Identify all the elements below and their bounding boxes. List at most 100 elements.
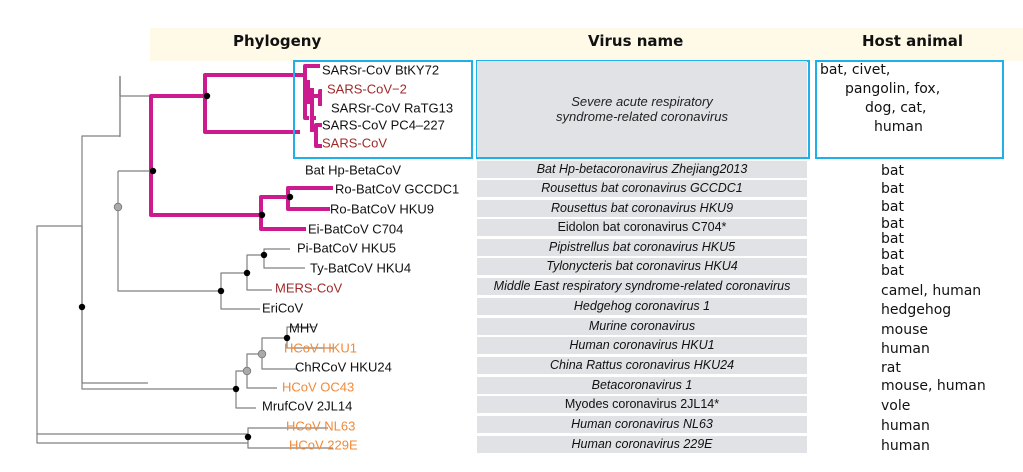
tip-label: Ei-BatCoV C704 <box>308 222 403 237</box>
virus-name-row: Bat Hp-betacoronavirus Zhejiang2013 <box>477 161 807 178</box>
branch <box>117 207 221 292</box>
tip-label: HCoV NL63 <box>286 419 355 434</box>
tip-label: MHV <box>289 321 318 336</box>
tip-label: HCoV 229E <box>289 438 358 453</box>
virus-name-row: Pipistrellus bat coronavirus HKU5 <box>477 239 807 256</box>
tip-label: MERS-CoV <box>275 281 343 296</box>
host-animal: bat <box>881 163 904 179</box>
host-animal: bat <box>881 231 904 247</box>
tip-label: HCoV OC43 <box>282 380 354 395</box>
branch <box>246 254 272 291</box>
node <box>243 269 251 277</box>
branch <box>286 326 333 349</box>
sars-tips-box <box>293 60 473 159</box>
virus-name-row: Tylonycteris bat coronavirus HKU4 <box>477 258 807 275</box>
virus-name-row: Betacoronavirus 1 <box>477 377 807 394</box>
tip-label: Bat Hp-BetaCoV <box>305 163 401 178</box>
host-animal: rat <box>881 360 901 376</box>
tip-label: SARS-CoV PC4–227 <box>322 118 445 133</box>
virus-name-row: Eidolon bat coronavirus C704* <box>477 219 807 236</box>
highlighted-branch <box>314 123 322 148</box>
host-animal: bat <box>881 199 904 215</box>
tip-label: Pi-BatCoV HKU5 <box>297 241 396 256</box>
tip-label: SARS-CoV−2 <box>327 82 407 97</box>
sars-host-line: bat, civet, <box>820 62 891 78</box>
branch <box>81 226 236 390</box>
sars-host-line: pangolin, fox, <box>845 81 941 97</box>
node <box>149 167 157 175</box>
tip-label: SARSr-CoV BtKY72 <box>322 63 439 78</box>
host-animal: bat <box>881 181 904 197</box>
header-virus-name: Virus name <box>588 32 684 50</box>
virus-name-row: China Rattus coronavirus HKU24 <box>477 357 807 374</box>
branch <box>81 135 120 226</box>
host-animal: bat <box>881 216 904 232</box>
node-uncertain <box>113 202 123 212</box>
branch <box>81 226 148 384</box>
virus-name-row: Hedgehog coronavirus 1 <box>477 298 807 315</box>
host-animal: human <box>881 341 930 357</box>
node <box>258 211 266 219</box>
sars-host-line: human <box>874 119 923 135</box>
host-animal: hedgehog <box>881 302 952 318</box>
highlighted-branch <box>286 186 333 211</box>
virus-name-row: Middle East respiratory syndrome-related… <box>477 278 807 295</box>
branch <box>261 337 298 370</box>
sars-virus-line1: Severe acute respiratory <box>571 94 713 109</box>
node-uncertain <box>257 349 267 359</box>
host-animal: camel, human <box>881 283 982 299</box>
tip-label: SARSr-CoV RaTG13 <box>331 101 453 116</box>
highlighted-branch <box>259 195 306 231</box>
tip-label: SARS-CoV <box>322 136 387 151</box>
virus-name-row: Myodes coronavirus 2JL14* <box>477 396 807 413</box>
highlighted-branch <box>149 94 261 217</box>
node <box>244 433 252 441</box>
tip-label: Ty-BatCoV HKU4 <box>310 261 411 276</box>
sars-host: bat, civet, pangolin, fox, dog, cat, hum… <box>820 61 1002 157</box>
host-animal: vole <box>881 398 911 414</box>
virus-name-row: Human coronavirus 229E <box>477 436 807 453</box>
branch <box>246 353 277 389</box>
highlighted-branch <box>310 88 316 132</box>
node <box>286 193 294 201</box>
tip-label: EriCoV <box>262 301 304 316</box>
branch <box>220 272 260 310</box>
virus-name-row: Rousettus bat coronavirus GCCDC1 <box>477 180 807 197</box>
highlighted-branch <box>306 80 322 104</box>
host-animal: human <box>881 438 930 454</box>
host-animal: mouse, human <box>881 378 986 394</box>
sars-virus-name: Severe acute respiratory syndrome-relate… <box>477 61 807 157</box>
host-animal: human <box>881 418 930 434</box>
host-animal: mouse <box>881 322 928 338</box>
node-uncertain <box>242 366 252 376</box>
node <box>217 287 225 295</box>
host-animal: bat <box>881 263 904 279</box>
virus-name-row: Murine coronavirus <box>477 318 807 335</box>
tip-label: ChRCoV HKU24 <box>295 360 392 375</box>
host-animal: bat <box>881 247 904 263</box>
tip-label: HCoV HKU1 <box>284 341 357 356</box>
tip-label: Ro-BatCoV HKU9 <box>330 202 434 217</box>
highlighted-branch <box>303 64 320 120</box>
node <box>203 92 211 100</box>
branch <box>119 76 155 97</box>
header-phylogeny: Phylogeny <box>233 32 322 50</box>
sars-host-line: dog, cat, <box>865 100 927 116</box>
header-band <box>150 28 1023 61</box>
node <box>78 303 86 311</box>
node <box>283 334 291 342</box>
header-host-animal: Host animal <box>862 32 964 50</box>
tip-label: MrufCoV 2JL14 <box>262 399 352 414</box>
branch <box>36 225 82 434</box>
highlighted-branch <box>318 89 322 106</box>
sars-host-box <box>815 60 1004 159</box>
tip-label: Ro-BatCoV GCCDC1 <box>335 182 459 197</box>
highlighted-branch <box>203 73 305 134</box>
virus-name-row: Human coronavirus HKU1 <box>477 337 807 354</box>
virus-name-row: Rousettus bat coronavirus HKU9 <box>477 200 807 217</box>
virus-name-row: Human coronavirus NL63 <box>477 416 807 433</box>
node <box>232 385 240 393</box>
node <box>260 251 268 259</box>
sars-virus-line2: syndrome-related coronavirus <box>556 109 728 124</box>
